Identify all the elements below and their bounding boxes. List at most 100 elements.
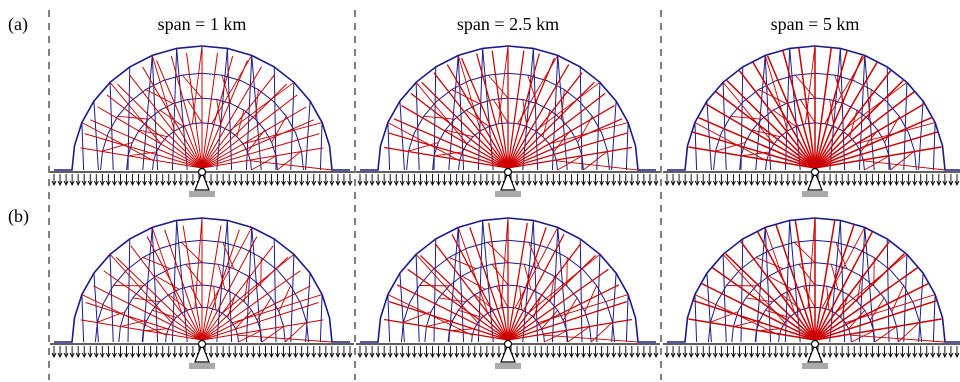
column-title-3: span = 5 km [771,14,860,34]
load-arrow-head [299,180,305,187]
tension-tie [548,122,629,145]
tension-tie [139,129,168,138]
tension-tie [408,142,439,152]
tension-tie [807,217,816,308]
tension-tie [487,74,509,99]
load-arrow-head [399,352,405,359]
tension-member [715,91,816,169]
compression-member [625,294,629,343]
load-arrow-head [532,180,538,187]
load-arrow-head [130,180,135,187]
load-arrow-head [69,180,75,187]
compression-member [319,122,323,171]
tension-tie [387,294,473,336]
tension-tie [860,129,879,153]
load-arrow-head [75,180,81,187]
load-arrow-head [700,180,706,187]
tension-tie [768,275,793,290]
load-arrow-head [593,352,598,359]
load-arrow-head [599,352,605,359]
tension-member [814,282,929,341]
load-arrow-head [430,180,435,187]
tension-member [752,62,816,169]
load-arrow-head [839,180,845,187]
compression-member [399,273,405,343]
compression-member [127,238,131,343]
tension-member [814,146,942,169]
load-arrow-head [232,352,238,359]
tension-member [814,224,855,341]
tension-tie [465,109,490,127]
compression-member [740,238,744,343]
tension-tie [242,122,323,145]
load-arrow-head [381,352,387,359]
load-arrow-head [863,180,869,187]
tension-member [201,94,298,169]
tension-tie [799,99,816,124]
load-arrow-head [454,352,460,359]
column-title-1: span = 1 km [158,14,247,34]
compression-member [93,101,99,171]
load-arrow-head [220,352,226,359]
compression-member [433,66,437,171]
tension-tie [415,254,479,324]
load-arrow-head [562,180,568,187]
load-arrow-head [954,352,960,359]
load-arrow-head [208,180,214,187]
tension-tie [855,122,936,145]
compression-member [81,294,85,343]
load-arrow-head [641,352,647,359]
load-arrow-head [405,180,411,187]
load-arrow-head [299,352,305,359]
support-base [802,191,828,197]
tension-member [384,146,509,169]
load-arrow-head [484,352,490,359]
load-arrow-head [69,352,75,359]
tension-member [725,253,816,341]
tension-tie [527,253,601,314]
load-arrow-head [275,352,280,359]
load-arrow-head [894,352,899,359]
load-arrow-head [293,180,299,187]
compression-member [625,122,629,171]
tension-member [814,62,878,169]
load-arrow-head [490,352,496,359]
compression-member [755,227,766,343]
load-arrow-head [737,180,742,187]
compression-member [176,48,188,171]
tension-tie [461,275,486,290]
load-arrow-head [694,352,700,359]
load-arrow-head [851,352,857,359]
load-arrow-head [244,180,250,187]
load-arrow-head [906,352,912,359]
tension-tie [834,253,908,314]
compression-member [886,238,890,343]
tension-member [814,220,836,341]
tension-tie [221,75,232,104]
support-base [802,363,828,369]
tension-member [507,105,615,169]
load-arrow-head [305,352,311,359]
tension-tie [433,151,463,157]
tension-member [507,301,627,341]
tension-member [507,53,540,169]
load-arrow-head [472,180,478,187]
tension-tie [745,297,773,303]
tension-tie [772,109,797,127]
load-arrow-head [532,352,538,359]
tension-tie [549,275,555,302]
load-arrow-head [118,180,123,187]
tension-member [201,133,320,169]
load-arrow-head [105,180,111,187]
support-triangle [194,170,210,191]
support-triangle [194,342,210,363]
load-arrow-head [136,352,141,359]
load-arrow-head [712,352,718,359]
tension-tie [583,150,608,171]
tension-member [90,119,203,169]
load-arrow-head [250,180,256,187]
tension-tie [722,82,775,145]
compression-member [694,294,698,343]
load-arrow-head [550,180,556,187]
support-triangle [500,170,516,191]
